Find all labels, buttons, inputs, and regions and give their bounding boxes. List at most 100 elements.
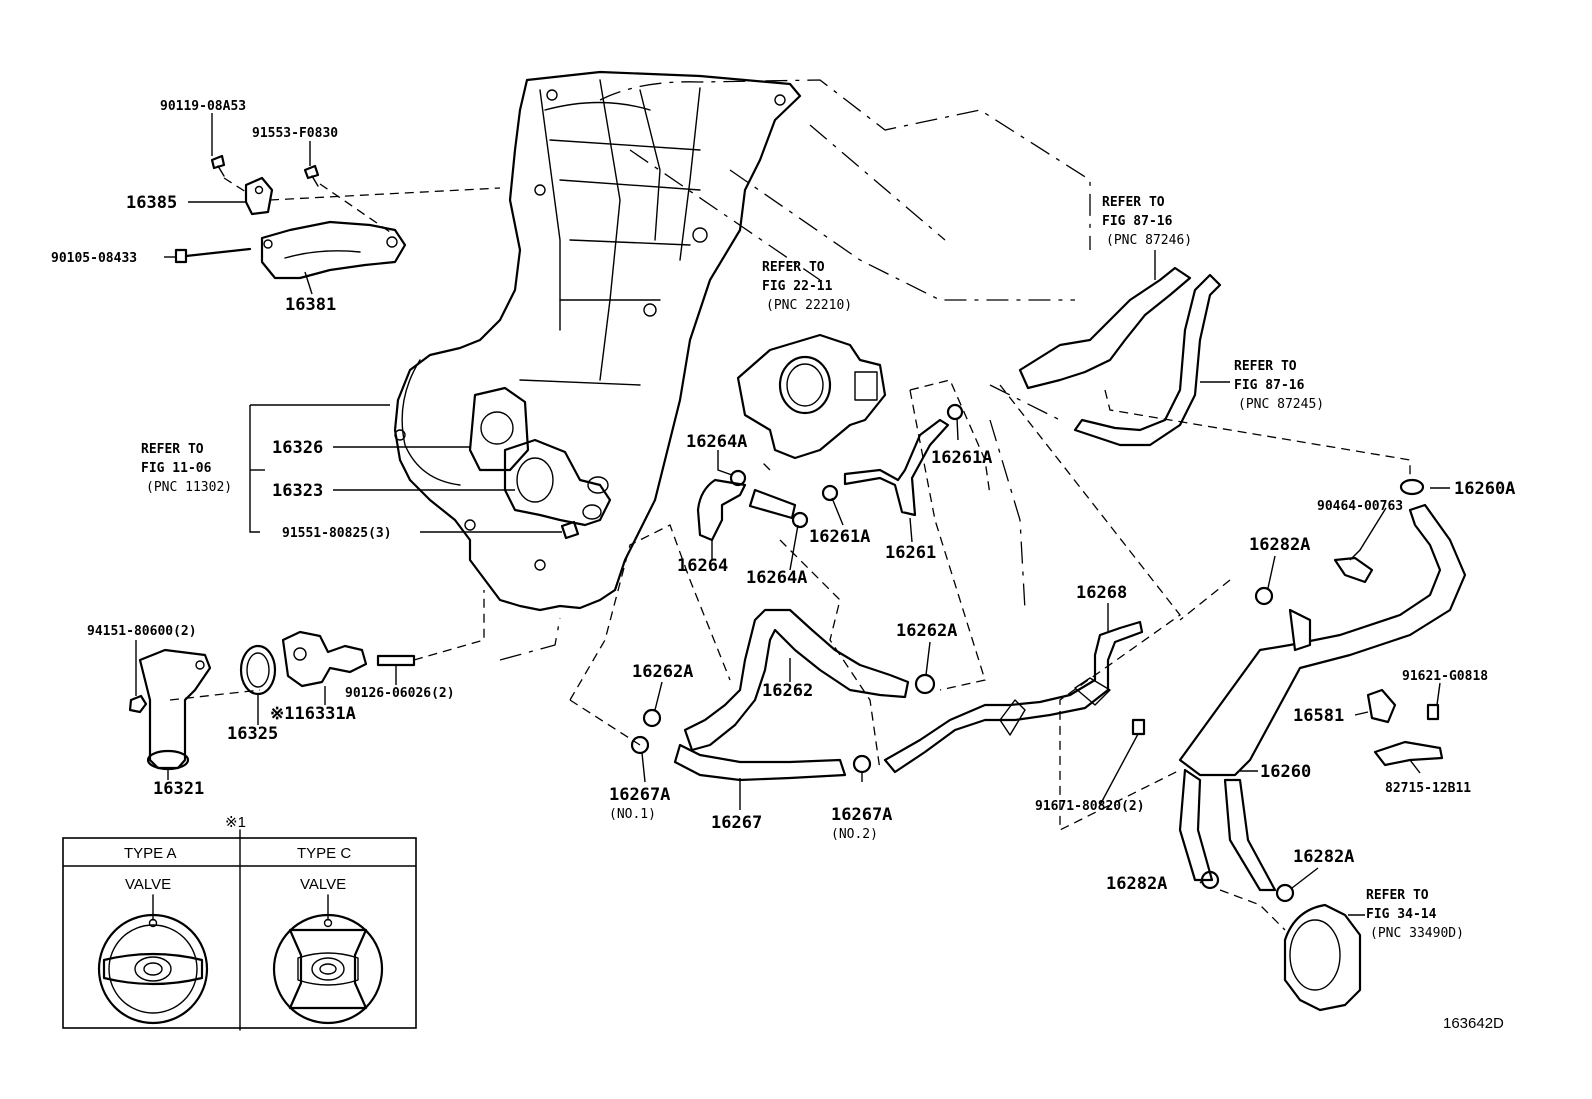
housing-16323 (503, 438, 612, 527)
ref-fig-22-11-line1: REFER TO (762, 260, 825, 275)
label-16267a-1-note: (NO.1) (609, 807, 656, 822)
clamp-16264a-2 (791, 511, 809, 529)
label-91671-80820: 91671-80820(2) (1035, 799, 1145, 814)
ref-fig-22-11-line3: (PNC 22210) (766, 298, 852, 313)
thermostat-16331a (281, 630, 368, 688)
label-16264a-1: 16264A (686, 432, 747, 452)
label-16267a-1: 16267A (609, 785, 670, 805)
bolt-90119 (210, 154, 226, 177)
label-16325: 16325 (227, 724, 278, 744)
ref-fig-11-06-line3: (PNC 11302) (146, 480, 232, 495)
hose-16262 (683, 608, 910, 752)
gasket-16325 (239, 644, 277, 696)
throttle-body (736, 333, 887, 460)
bolt-91671 (1131, 718, 1146, 736)
label-90119-08a53: 90119-08A53 (160, 99, 246, 114)
ref-fig-22-11-line2: FIG 22-11 (762, 279, 833, 294)
nut-94151 (128, 694, 148, 714)
clamp-16262a-2 (914, 673, 936, 695)
stud-90126 (376, 654, 416, 667)
label-16260: 16260 (1260, 762, 1311, 782)
ref-fig-87-16-b-line3: (PNC 87245) (1238, 397, 1324, 412)
bolt-90105 (174, 247, 252, 264)
grommet-16581 (1366, 688, 1397, 724)
cylinder-head-outline (499, 79, 1091, 661)
label-16262a-1: 16262A (632, 662, 693, 682)
ref-fig-87-16-a-line2: FIG 87-16 (1102, 214, 1173, 229)
bolt-91551 (560, 520, 580, 540)
label-91551-80825: 91551-80825(3) (282, 526, 392, 541)
label-16331a: ※116331A (270, 704, 356, 724)
hose-16264 (696, 478, 797, 542)
label-82715-12b11: 82715-12B11 (1385, 781, 1471, 796)
clamp-16260a (1399, 478, 1425, 496)
label-90126-06026: 90126-06026(2) (345, 686, 455, 701)
label-16264: 16264 (677, 556, 728, 576)
ref-fig-87-16-a-line3: (PNC 87246) (1106, 233, 1192, 248)
clamp-16262a-1 (642, 708, 662, 728)
label-16267a-2-note: (NO.2) (831, 827, 878, 842)
bolt-91621 (1426, 703, 1440, 721)
label-16321: 16321 (153, 779, 204, 799)
label-16262: 16262 (762, 681, 813, 701)
label-16282a-1: 16282A (1249, 535, 1310, 555)
clamp-16261a-2 (821, 484, 839, 502)
label-91553-f0830: 91553-F0830 (252, 126, 338, 141)
type-a-header: TYPE A (124, 845, 177, 862)
label-16260a: 16260A (1454, 479, 1515, 499)
callout-labels: 90119-08A53 91553-F0830 16385 90105-0843… (51, 99, 1515, 894)
engine-timing-cover (393, 70, 802, 612)
vacuum-pump (1283, 903, 1362, 1012)
gasket-16326 (468, 386, 530, 472)
label-91621-g0818: 91621-G0818 (1402, 669, 1488, 684)
ref-fig-22-11: REFER TO FIG 22-11 (PNC 22210) (762, 260, 852, 313)
ref-fig-87-16-b-line1: REFER TO (1234, 359, 1297, 374)
label-16385: 16385 (126, 193, 177, 213)
ref-fig-34-14-line1: REFER TO (1366, 888, 1429, 903)
clamp-16282a-1 (1254, 586, 1274, 606)
ref-fig-34-14-line2: FIG 34-14 (1366, 907, 1437, 922)
figure-code: 163642D (1443, 1015, 1504, 1032)
bolt-91553 (303, 164, 320, 187)
label-16323: 16323 (272, 481, 323, 501)
label-16381: 16381 (285, 295, 336, 315)
ref-fig-87-16-b-line2: FIG 87-16 (1234, 378, 1305, 393)
hose-87245 (1073, 273, 1222, 447)
type-c-valve-label: VALVE (300, 876, 346, 893)
bracket-dash-1 (223, 177, 501, 233)
clamp-16267a-2 (852, 754, 872, 774)
clip-90464 (1333, 556, 1374, 584)
inlet-dash (169, 590, 485, 701)
type-a-thermostat-illustration (97, 894, 209, 1025)
type-table-note-mark: ※1 (225, 814, 246, 831)
type-a-valve-label: VALVE (125, 876, 171, 893)
pipe-16260 (1178, 503, 1467, 892)
label-90105-08433: 90105-08433 (51, 251, 137, 266)
ref-fig-87-16-b: REFER TO FIG 87-16 (PNC 87245) (1234, 359, 1324, 412)
clamp-16267a-1 (630, 735, 650, 755)
label-16261: 16261 (885, 543, 936, 563)
pipe-16268 (883, 620, 1144, 774)
label-90464-00763: 90464-00763 (1317, 499, 1403, 514)
label-16264a-2: 16264A (746, 568, 807, 588)
hose-87246 (1018, 266, 1192, 390)
ref-fig-87-16-a: REFER TO FIG 87-16 (PNC 87246) (1102, 195, 1192, 248)
type-c-header: TYPE C (297, 845, 351, 862)
label-16282a-2: 16282A (1106, 874, 1167, 894)
bracket-16381 (260, 220, 407, 280)
label-16326: 16326 (272, 438, 323, 458)
routing-dashes (569, 379, 1411, 931)
type-table: ※1 TYPE A TYPE C VALVE VALVE (62, 814, 417, 1031)
label-16261a-1: 16261A (931, 448, 992, 468)
clamp-16282a-2 (1200, 870, 1220, 890)
inlet-16321 (138, 648, 212, 771)
ref-fig-34-14-line3: (PNC 33490D) (1370, 926, 1464, 941)
label-16262a-2: 16262A (896, 621, 957, 641)
label-16268: 16268 (1076, 583, 1127, 603)
leader-lines (135, 113, 1450, 916)
hose-16261 (843, 418, 950, 517)
ref-fig-34-14: REFER TO FIG 34-14 (PNC 33490D) (1366, 888, 1464, 941)
label-16581: 16581 (1293, 706, 1344, 726)
bracket-82715 (1373, 740, 1444, 767)
label-16267a-2: 16267A (831, 805, 892, 825)
